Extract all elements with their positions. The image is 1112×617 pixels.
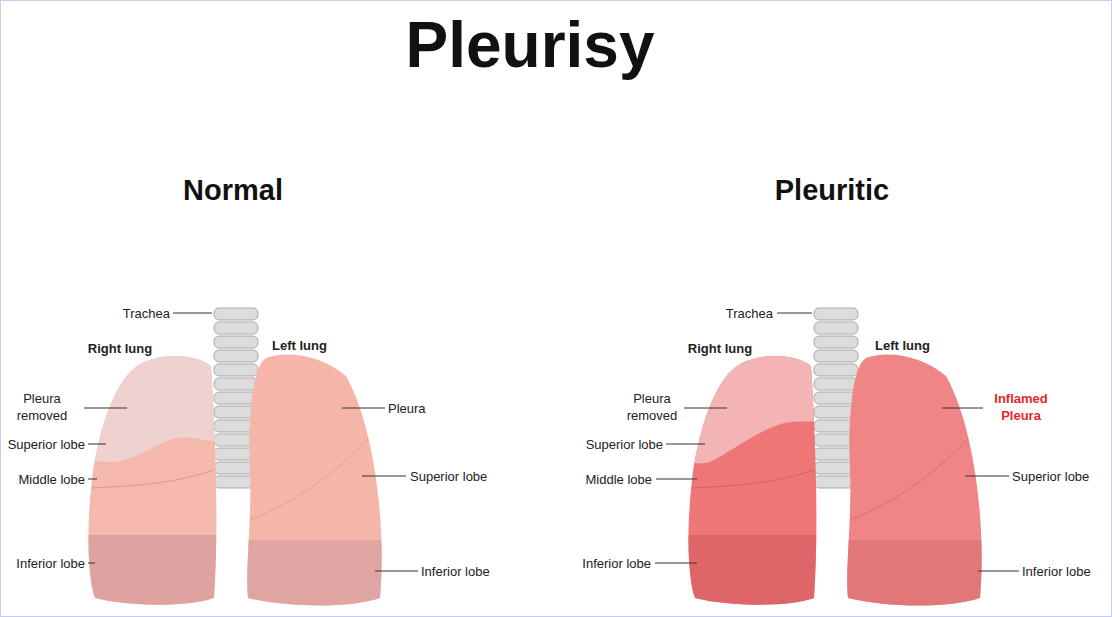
part-label: Pleura removed — [612, 390, 692, 424]
part-label: Inferior lobe — [1022, 563, 1108, 580]
part-label: Right lung — [680, 340, 760, 357]
part-label: Trachea — [700, 305, 773, 322]
pleuritic-lungs — [655, 308, 1019, 617]
diagram-title: Pleurisy — [230, 7, 830, 84]
section-heading: Normal — [133, 173, 333, 208]
part-label: Inferior lobe — [421, 563, 516, 580]
part-label: Middle lobe — [558, 471, 652, 488]
part-label: Left lung — [875, 337, 955, 354]
part-label: Left lung — [272, 337, 352, 354]
part-label: Inferior lobe — [3, 555, 85, 572]
section-heading: Pleuritic — [732, 173, 932, 208]
part-label: Right lung — [82, 340, 158, 357]
part-label: Pleura — [388, 400, 458, 417]
normal-lungs — [80, 308, 418, 617]
part-label: Inferior lobe — [558, 555, 651, 572]
part-label: Trachea — [100, 305, 170, 322]
part-label: Superior lobe — [1012, 468, 1108, 485]
part-label: Middle lobe — [3, 471, 85, 488]
part-label: Superior lobe — [3, 436, 85, 453]
part-label: Inflamed Pleura — [985, 390, 1057, 424]
part-label: Pleura removed — [2, 390, 82, 424]
part-label: Superior lobe — [558, 436, 663, 453]
part-label: Superior lobe — [410, 468, 510, 485]
